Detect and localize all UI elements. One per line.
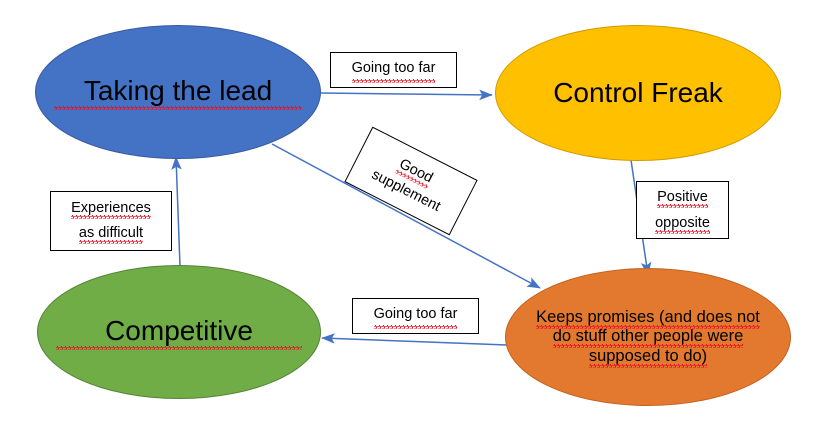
edge-label-good-supplement-text: Good supplement (367, 144, 454, 218)
edge-label-experiences-line-2: as difficult (78, 225, 144, 244)
node-competitive[interactable]: Competitive (37, 265, 321, 399)
node-keeps-promises[interactable]: Keeps promises (and does not do stuff ot… (505, 268, 791, 406)
edge-label-positive-opposite[interactable]: Positive opposite (636, 181, 729, 239)
edge-label-going-too-far-top-text: Going too far (351, 57, 436, 82)
edge-label-experiences-text: Experiences as difficult (71, 196, 151, 247)
edge-label-experiences-line-1: Experiences (71, 199, 151, 219)
node-keeps-promises-label: Keeps promises (and does not do stuff ot… (520, 307, 776, 368)
node-keeps-promises-line-2: do stuff other people were (552, 327, 744, 348)
node-taking-the-lead-label: Taking the lead (54, 73, 302, 110)
node-taking-the-lead[interactable]: Taking the lead (35, 25, 321, 159)
edge-taking-the-lead-to-control-freak (320, 89, 493, 101)
edge-competitive-to-taking-the-lead (171, 156, 182, 267)
edge-label-going-too-far-top[interactable]: Going too far (330, 52, 457, 88)
edge-label-positive-line-1: Positive (657, 188, 708, 208)
node-competitive-label: Competitive (56, 313, 302, 350)
edge-label-positive-line-2: opposite (655, 215, 710, 234)
edge-label-positive-text: Positive opposite (655, 184, 710, 236)
node-control-freak[interactable]: Control Freak (495, 25, 781, 161)
node-keeps-promises-line-1: Keeps promises (and does not (536, 307, 760, 329)
edge-label-going-too-far-bottom-text: Going too far (373, 303, 458, 328)
edge-label-experiences-as-difficult[interactable]: Experiences as difficult (50, 191, 172, 251)
edge-label-going-too-far-bottom[interactable]: Going too far (352, 298, 479, 334)
edge-keeps-promises-to-competitive (321, 333, 508, 346)
node-keeps-promises-line-3: supposed to do) (588, 346, 708, 368)
node-control-freak-label: Control Freak (553, 77, 723, 109)
edge-label-good-supplement[interactable]: Good supplement (344, 126, 478, 236)
